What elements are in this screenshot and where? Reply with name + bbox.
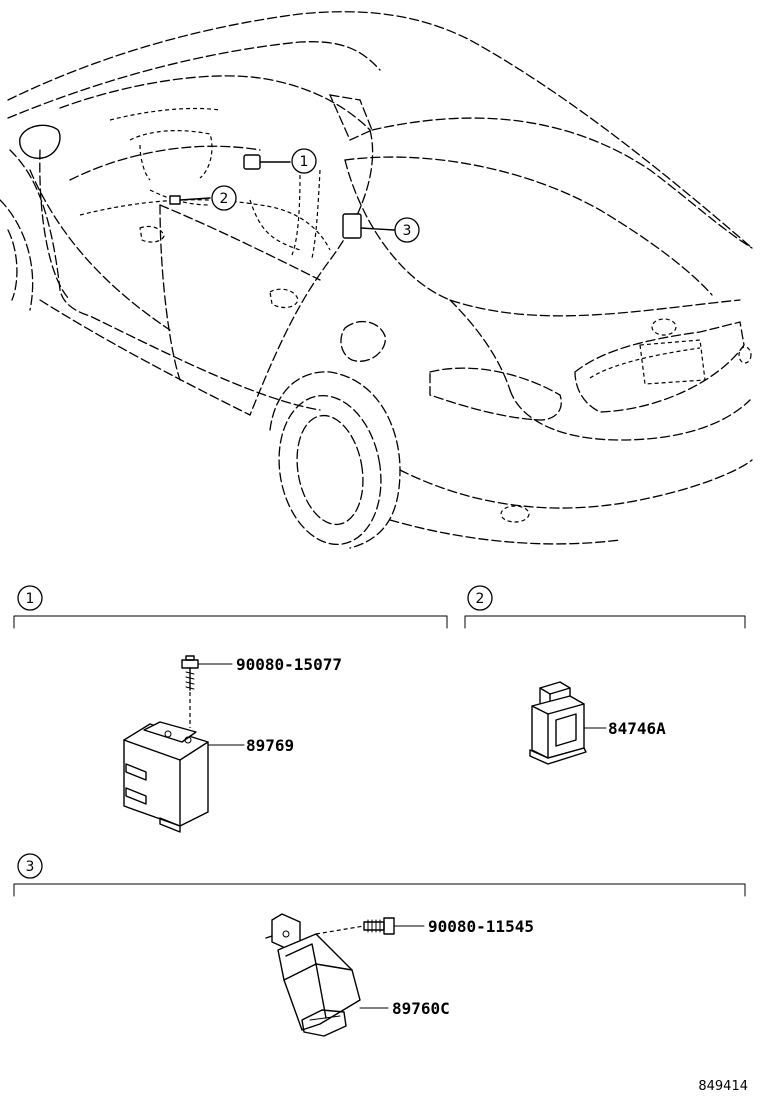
module-icon bbox=[123, 721, 209, 833]
part-number-84746A: 84746A bbox=[608, 719, 666, 738]
bolt-icon bbox=[181, 655, 199, 691]
callout-leaders bbox=[179, 161, 395, 231]
part-number-90080-11545: 90080-11545 bbox=[428, 917, 534, 936]
section-3-bracket bbox=[13, 883, 746, 897]
section-2-number: 2 bbox=[476, 591, 485, 607]
svg-text:2: 2 bbox=[220, 191, 229, 207]
bolt-dashed-line bbox=[315, 925, 365, 935]
svg-text:3: 3 bbox=[403, 223, 412, 239]
section-1: 1 90080-15077 89769 bbox=[13, 585, 448, 833]
callout-3: 3 bbox=[394, 217, 420, 243]
module-icon bbox=[265, 913, 361, 1037]
part-number-90080-15077: 90080-15077 bbox=[236, 655, 342, 674]
diagram-id: 849414 bbox=[698, 1079, 748, 1094]
callout-1: 1 bbox=[291, 148, 317, 174]
part-number-89760C: 89760C bbox=[392, 999, 450, 1018]
section-3: 3 90080-11545 89760C bbox=[13, 853, 746, 1037]
section-1-marker bbox=[17, 585, 43, 611]
car-illustration bbox=[0, 11, 753, 549]
section-3-marker bbox=[17, 853, 43, 879]
section-1-number: 1 bbox=[26, 591, 35, 607]
part-number-89769: 89769 bbox=[246, 736, 294, 755]
svg-text:1: 1 bbox=[300, 154, 309, 170]
callout-2: 2 bbox=[211, 185, 237, 211]
bolt-icon bbox=[363, 917, 395, 935]
section-3-number: 3 bbox=[26, 859, 35, 875]
section-2-marker bbox=[467, 585, 493, 611]
part-3-location bbox=[342, 213, 362, 239]
switch-icon bbox=[529, 681, 587, 765]
section-2: 2 84746A bbox=[464, 585, 746, 765]
section-2-bracket bbox=[464, 615, 746, 629]
part-1-location bbox=[243, 154, 261, 170]
part-2-location bbox=[169, 195, 181, 205]
section-1-bracket bbox=[13, 615, 448, 629]
